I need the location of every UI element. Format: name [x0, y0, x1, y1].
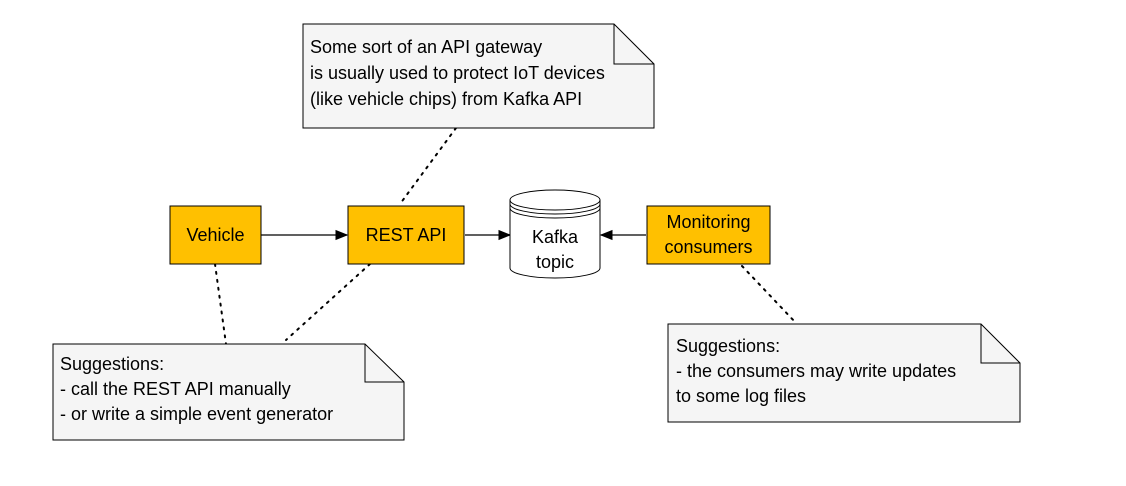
vehicle-label: Vehicle	[186, 225, 244, 245]
rest-api-box	[347, 205, 465, 265]
consumer-suggestions-line-3: to some log files	[676, 386, 806, 406]
vehicle-box	[169, 205, 262, 265]
kafka-topic-label-line-2: topic	[536, 252, 574, 272]
rest-api-label: REST API	[366, 225, 447, 245]
producer-suggestions-line-2: - call the REST API manually	[60, 379, 291, 399]
monitoring-consumers-box	[646, 205, 771, 265]
monitoring-consumers-node: Monitoring consumers	[646, 205, 771, 265]
consumer-suggestions-note: Suggestions: - the consumers may write u…	[667, 323, 1021, 423]
producer-suggestions-note: Suggestions: - call the REST API manuall…	[52, 343, 405, 441]
consumer-suggestions-note-fold	[980, 324, 1020, 364]
consumer-suggestions-note-shape	[667, 323, 1021, 423]
gateway-note-line-2: is usually used to protect IoT devices	[310, 63, 605, 83]
kafka-topic-label-line-1: Kafka	[532, 227, 579, 247]
gateway-note: Some sort of an API gateway is usually u…	[302, 23, 655, 129]
producer-suggestions-note-fold	[364, 344, 404, 383]
gateway-note-connector	[399, 127, 457, 205]
monitoring-consumers-label-line-1: Monitoring	[666, 212, 750, 232]
kafka-topic-cylinder-rim-2	[509, 207, 601, 219]
kafka-topic-node: Kafka topic	[509, 189, 601, 279]
producer-suggestions-line-1: Suggestions:	[60, 354, 164, 374]
monitoring-consumers-label-line-2: consumers	[664, 237, 752, 257]
gateway-note-line-3: (like vehicle chips) from Kafka API	[310, 89, 582, 109]
consumer-suggestions-line-2: - the consumers may write updates	[676, 361, 956, 381]
gateway-note-fold	[613, 24, 654, 65]
kafka-topic-cylinder-top	[509, 189, 601, 211]
producer-suggestions-note-shape	[52, 343, 405, 441]
gateway-note-line-1: Some sort of an API gateway	[310, 37, 542, 57]
producer-suggestions-line-3: - or write a simple event generator	[60, 404, 333, 424]
kafka-topic-cylinder	[509, 200, 601, 279]
vehicle-note-connector	[214, 263, 227, 345]
consumer-suggestions-line-1: Suggestions:	[676, 336, 780, 356]
rest-api-node: REST API	[347, 205, 465, 265]
kafka-topic-cylinder-rim-1	[509, 203, 601, 215]
vehicle-node: Vehicle	[169, 205, 262, 265]
gateway-note-shape	[302, 23, 655, 129]
monitoring-note-connector	[741, 265, 797, 324]
rest-api-note-connector	[285, 263, 371, 341]
